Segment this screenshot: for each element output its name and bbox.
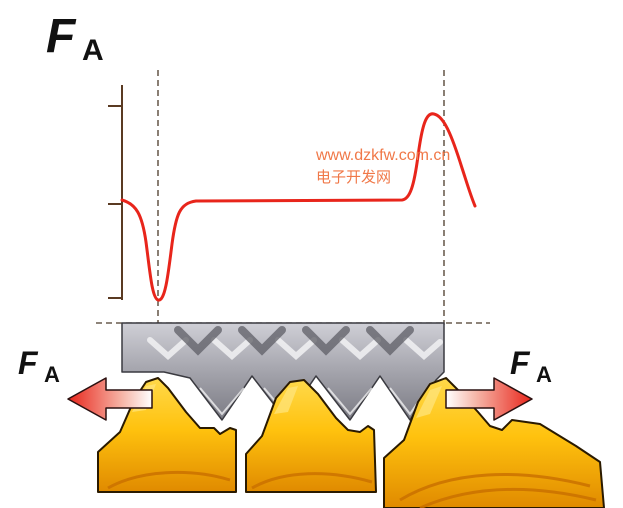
watermark-url: www.dzkfw.com.cn: [315, 147, 450, 164]
guide-lines: [157, 70, 445, 325]
right-force-label: F A: [510, 345, 552, 387]
bolt-tooth-right: [383, 377, 605, 508]
right-arrow-icon: [445, 377, 533, 421]
watermark-cn: 电子开发网: [316, 169, 391, 186]
right-force-subscript: A: [536, 362, 552, 387]
force-distribution-curve: [120, 112, 477, 302]
watermark: www.dzkfw.com.cn 电子开发网: [315, 147, 450, 186]
left-arrow-icon: [67, 377, 153, 421]
left-force-f: F: [18, 345, 39, 381]
right-force-f: F: [510, 345, 531, 381]
left-force-label: F A: [18, 345, 60, 387]
title-force-label: F A: [46, 10, 104, 67]
force-axis: [108, 85, 123, 300]
nut-thread: [121, 322, 445, 421]
title-f: F: [46, 10, 77, 63]
left-force-subscript: A: [44, 362, 60, 387]
title-subscript: A: [82, 34, 104, 67]
